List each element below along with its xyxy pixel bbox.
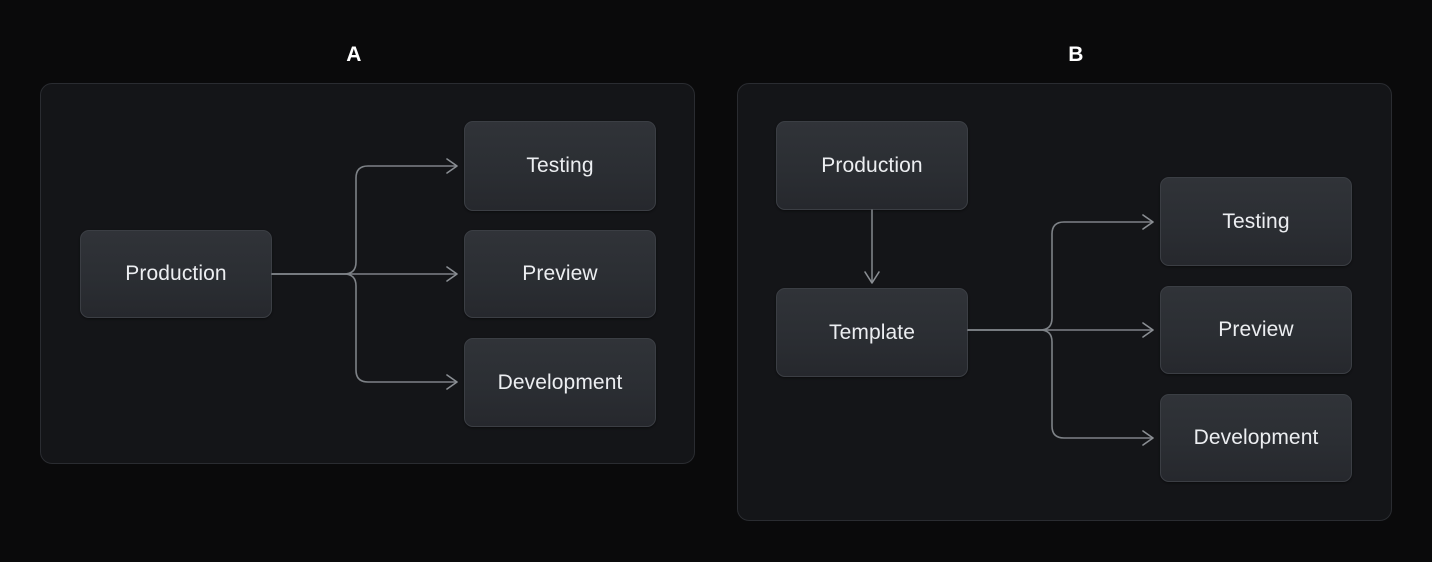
panel-a-label: A	[346, 43, 362, 66]
node-b-production[interactable]: Production	[776, 121, 968, 210]
panel-b-label: B	[1068, 43, 1084, 66]
node-b-template[interactable]: Template	[776, 288, 968, 377]
node-a-development[interactable]: Development	[464, 338, 656, 427]
node-b-development[interactable]: Development	[1160, 394, 1352, 482]
node-b-preview[interactable]: Preview	[1160, 286, 1352, 374]
node-a-preview[interactable]: Preview	[464, 230, 656, 318]
node-a-testing[interactable]: Testing	[464, 121, 656, 211]
node-a-production[interactable]: Production	[80, 230, 272, 318]
node-b-testing[interactable]: Testing	[1160, 177, 1352, 266]
